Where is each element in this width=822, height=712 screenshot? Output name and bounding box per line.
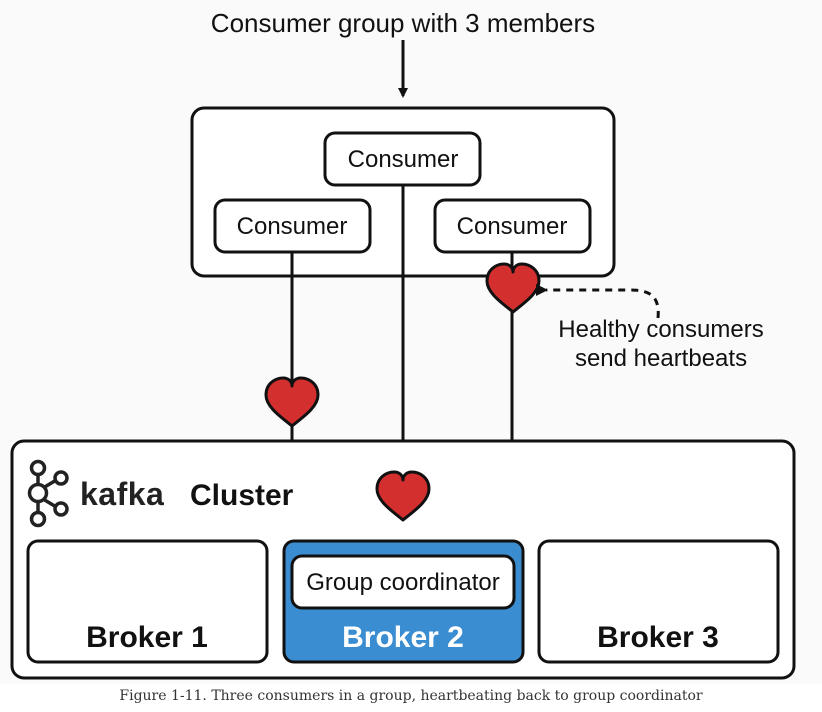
cluster-label: Cluster	[190, 479, 294, 512]
heart-icon	[375, 470, 431, 522]
heart-icon	[264, 376, 320, 428]
annotation-arrow	[536, 284, 660, 319]
broker-3: Broker 3	[537, 539, 780, 664]
group-coordinator-label: Group coordinator	[306, 569, 499, 596]
group-coordinator-box	[290, 554, 516, 610]
consumer-label: Consumer	[237, 213, 348, 240]
broker-label: Broker 2	[342, 621, 464, 654]
broker-label: Broker 3	[597, 621, 719, 654]
heartbeat-diagram: Consumer group with 3 members Consumer C…	[10, 8, 796, 680]
figure-area: Consumer group with 3 members Consumer C…	[10, 8, 796, 680]
figure-caption: Figure 1-11. Three consumers in a group,…	[119, 688, 703, 704]
annotation-line-1: Healthy consumers	[558, 316, 763, 343]
broker-2: Group coordinator Broker 2	[282, 539, 525, 664]
consumer-top: Consumer	[323, 131, 482, 187]
broker-1: Broker 1	[26, 539, 269, 664]
kafka-logo-icon: kafka	[27, 459, 164, 528]
heart-icon	[485, 262, 541, 314]
consumer-label: Consumer	[457, 213, 568, 240]
kafka-wordmark: kafka	[80, 476, 164, 512]
consumer-label: Consumer	[348, 146, 459, 173]
broker-label: Broker 1	[86, 621, 208, 654]
consumer-right: Consumer	[433, 198, 592, 254]
annotation-line-2: send heartbeats	[575, 345, 747, 372]
diagram-title: Consumer group with 3 members	[211, 8, 595, 38]
consumer-left: Consumer	[213, 198, 372, 254]
